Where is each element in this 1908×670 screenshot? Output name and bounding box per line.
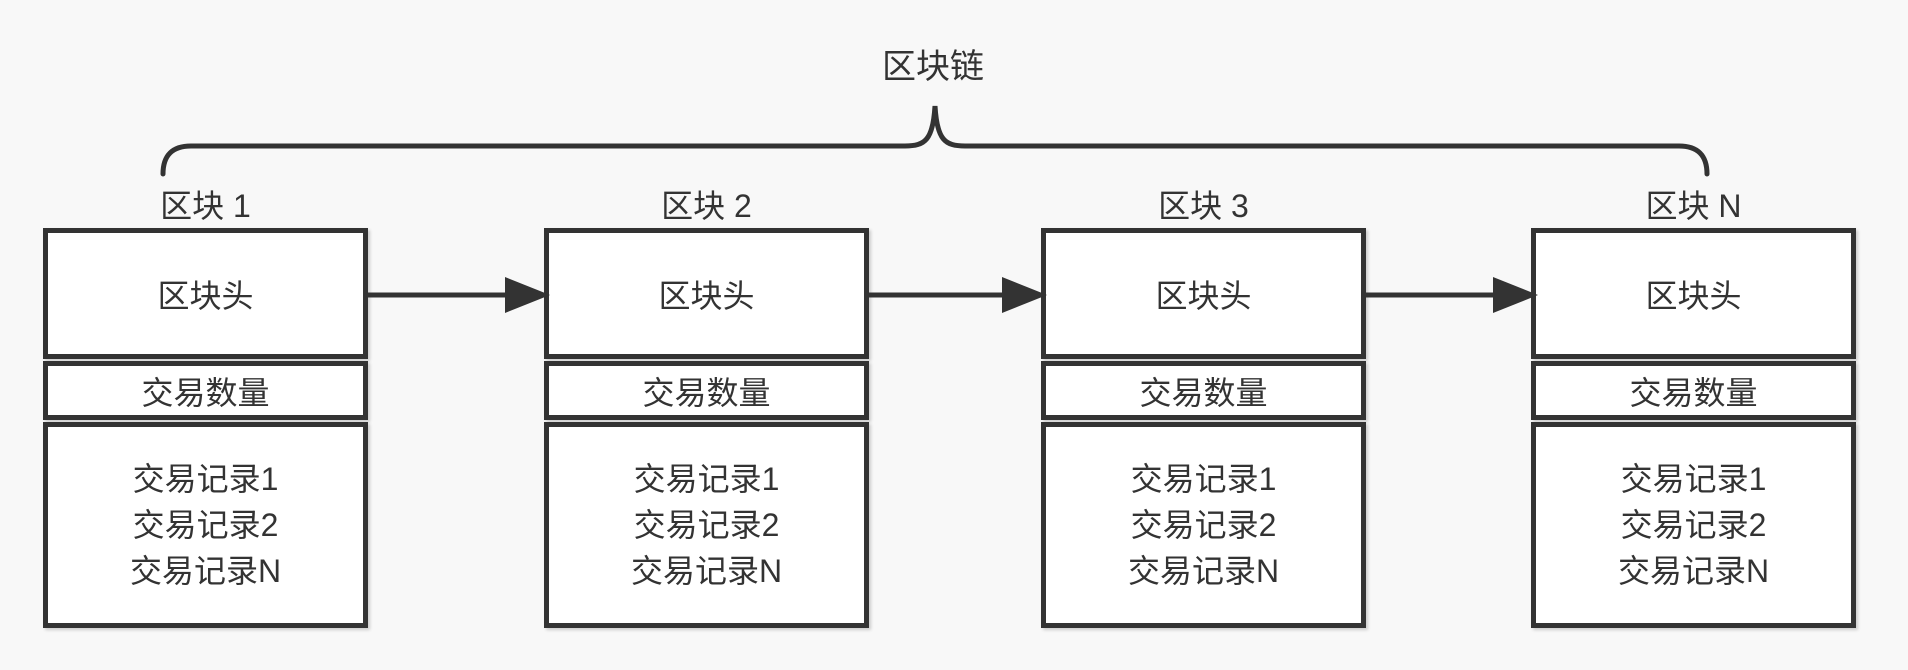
transaction-record: 交易记录N xyxy=(129,553,282,589)
transaction-count-box: 交易数量 xyxy=(1041,361,1366,420)
transaction-record: 交易记录N xyxy=(1127,553,1280,589)
transaction-record: 交易记录1 xyxy=(1620,461,1767,497)
block-3: 区块 3 区块头 交易数量 交易记录1 交易记录2 交易记录N xyxy=(1041,186,1366,628)
transaction-record: 交易记录2 xyxy=(132,507,279,543)
transaction-count-text: 交易数量 xyxy=(141,374,270,411)
transaction-record: 交易记录N xyxy=(1617,553,1770,589)
block-label: 区块 3 xyxy=(1158,188,1249,224)
block-header-box: 区块头 xyxy=(1531,228,1856,359)
block-n: 区块 N 区块头 交易数量 交易记录1 交易记录2 交易记录N xyxy=(1531,186,1856,628)
block-label: 区块 1 xyxy=(160,188,251,224)
transaction-records-box: 交易记录1 交易记录2 交易记录N xyxy=(43,422,368,628)
transaction-records-box: 交易记录1 交易记录2 交易记录N xyxy=(544,422,869,628)
transaction-record: 交易记录1 xyxy=(132,461,279,497)
arrow-right-icon xyxy=(1364,277,1538,313)
block-header-box: 区块头 xyxy=(1041,228,1366,359)
transaction-count-text: 交易数量 xyxy=(642,374,771,411)
block-label: 区块 N xyxy=(1645,188,1742,224)
block-header-text: 区块头 xyxy=(1155,277,1252,314)
arrow-right-icon xyxy=(867,277,1047,313)
transaction-count-text: 交易数量 xyxy=(1139,374,1268,411)
transaction-records-box: 交易记录1 交易记录2 交易记录N xyxy=(1041,422,1366,628)
block-header-box: 区块头 xyxy=(43,228,368,359)
transaction-count-box: 交易数量 xyxy=(544,361,869,420)
transaction-count-text: 交易数量 xyxy=(1629,374,1758,411)
transaction-count-box: 交易数量 xyxy=(43,361,368,420)
transaction-record: 交易记录1 xyxy=(633,461,780,497)
block-header-text: 区块头 xyxy=(658,277,755,314)
block-label: 区块 2 xyxy=(661,188,752,224)
transaction-records-box: 交易记录1 交易记录2 交易记录N xyxy=(1531,422,1856,628)
transaction-count-box: 交易数量 xyxy=(1531,361,1856,420)
transaction-record: 交易记录2 xyxy=(1130,507,1277,543)
transaction-record: 交易记录1 xyxy=(1130,461,1277,497)
transaction-record: 交易记录2 xyxy=(633,507,780,543)
overbrace xyxy=(160,105,1710,177)
block-header-text: 区块头 xyxy=(1645,277,1742,314)
transaction-record: 交易记录2 xyxy=(1620,507,1767,543)
diagram-title: 区块链 xyxy=(882,48,984,86)
block-1: 区块 1 区块头 交易数量 交易记录1 交易记录2 交易记录N xyxy=(43,186,368,628)
arrow-right-icon xyxy=(366,277,550,313)
block-2: 区块 2 区块头 交易数量 交易记录1 交易记录2 交易记录N xyxy=(544,186,869,628)
transaction-record: 交易记录N xyxy=(630,553,783,589)
block-header-box: 区块头 xyxy=(544,228,869,359)
block-header-text: 区块头 xyxy=(157,277,254,314)
